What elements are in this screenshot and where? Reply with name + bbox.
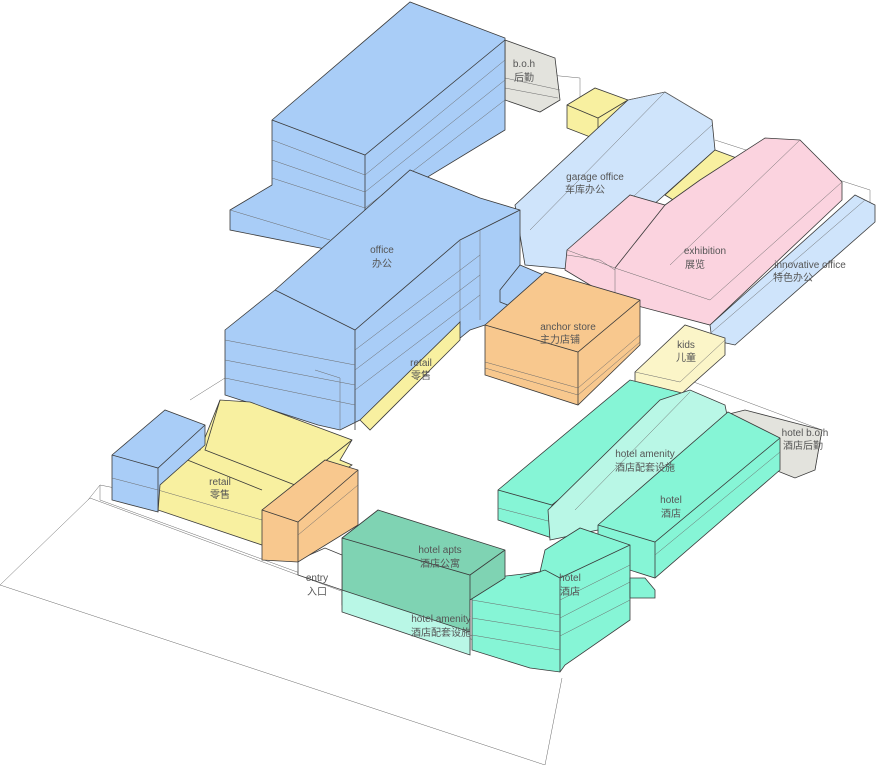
svg-text:retail: retail: [209, 477, 231, 488]
label-retail-upper: retail 零售: [410, 358, 432, 382]
svg-text:hotel amenity: hotel amenity: [411, 614, 470, 625]
svg-text:特色办公: 特色办公: [773, 271, 813, 284]
svg-text:entry: entry: [306, 573, 328, 584]
svg-text:office: office: [370, 245, 394, 256]
retail-strip-office: [359, 321, 461, 431]
svg-text:酒店后勤: 酒店后勤: [783, 439, 823, 452]
office-block-west: [111, 409, 206, 513]
svg-text:零售: 零售: [210, 488, 230, 501]
svg-text:车库办公: 车库办公: [565, 183, 605, 196]
svg-text:酒店公寓: 酒店公寓: [420, 557, 460, 570]
label-hotel-amenity-lower: hotel amenity 酒店配套设施: [411, 614, 471, 639]
label-entry: entry 入口: [306, 573, 328, 598]
svg-text:hotel: hotel: [660, 495, 682, 506]
entry-zone: [297, 547, 343, 591]
label-anchor-store: anchor store 主力店铺: [540, 322, 596, 346]
svg-text:入口: 入口: [307, 587, 327, 598]
svg-text:hotel apts: hotel apts: [418, 545, 461, 556]
hotel-amenity-roof: [547, 389, 729, 541]
label-hotel-amenity-upper: hotel amenity 酒店配套设施: [615, 449, 675, 474]
svg-text:后勤: 后勤: [514, 71, 534, 84]
svg-text:展览: 展览: [685, 258, 705, 271]
hotel-amenity-lower-block: [341, 589, 471, 656]
label-hotel-boh: hotel b.o.h 酒店后勤: [782, 428, 829, 452]
svg-text:innovative office: innovative office: [774, 260, 846, 271]
svg-text:hotel b.o.h: hotel b.o.h: [782, 428, 829, 439]
retail-orange-block: [261, 459, 359, 563]
svg-text:酒店配套设施: 酒店配套设施: [615, 461, 675, 474]
svg-text:酒店: 酒店: [661, 507, 681, 520]
svg-text:b.o.h: b.o.h: [513, 59, 535, 70]
svg-text:anchor store: anchor store: [540, 322, 596, 333]
label-hotel-apts: hotel apts 酒店公寓: [418, 545, 461, 570]
office-tower-north: [229, 1, 506, 251]
svg-text:hotel: hotel: [559, 573, 581, 584]
svg-text:酒店: 酒店: [560, 585, 580, 598]
svg-text:主力店铺: 主力店铺: [540, 333, 580, 346]
label-hotel-upper: hotel 酒店: [660, 495, 682, 520]
label-exhibition: exhibition 展览: [684, 246, 726, 271]
svg-text:hotel amenity: hotel amenity: [615, 449, 674, 460]
svg-text:exhibition: exhibition: [684, 246, 726, 257]
svg-text:garage office: garage office: [566, 172, 624, 183]
label-hotel-lower: hotel 酒店: [559, 573, 581, 598]
svg-text:retail: retail: [410, 358, 432, 369]
svg-text:零售: 零售: [411, 369, 431, 382]
label-innovative-office: innovative office 特色办公: [773, 260, 846, 284]
label-kids: kids 儿童: [676, 340, 696, 364]
label-office: office 办公: [370, 245, 394, 270]
svg-text:儿童: 儿童: [676, 351, 696, 364]
anchor-store-block: [484, 271, 641, 406]
label-garage-office: garage office 车库办公: [565, 172, 624, 196]
svg-text:办公: 办公: [372, 257, 392, 270]
label-retail-lower: retail 零售: [209, 477, 231, 501]
svg-text:酒店配套设施: 酒店配套设施: [411, 626, 471, 639]
label-boh: b.o.h 后勤: [513, 59, 535, 84]
garage-office-block: [514, 91, 716, 271]
hotel-lower-block: [471, 527, 656, 673]
svg-text:kids: kids: [677, 340, 695, 351]
